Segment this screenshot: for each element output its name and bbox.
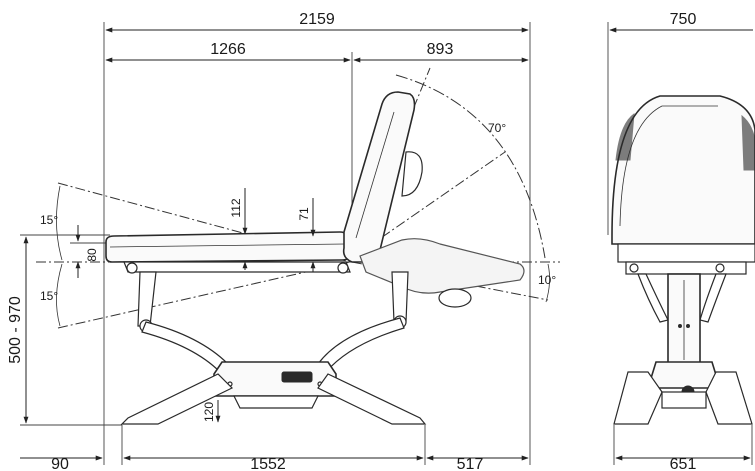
front-backrest — [611, 95, 755, 245]
base-logo — [281, 371, 313, 383]
foot-left — [120, 373, 234, 425]
tilt-down-arc — [56, 263, 63, 327]
front-view: 750 651 — [607, 11, 755, 471]
front-frame — [625, 261, 747, 275]
dim-back-length: 893 — [427, 41, 454, 58]
dim-backrest-thickness: 112 — [229, 198, 243, 217]
front-vent-left — [615, 112, 635, 161]
arm-right — [317, 317, 405, 373]
backrest-angle-arc — [395, 74, 546, 259]
front-backrest-edge — [619, 105, 718, 227]
dim-front-width: 750 — [670, 11, 697, 28]
front-bolt-a — [629, 263, 639, 273]
seat-frame — [123, 261, 351, 273]
front-column-dot-b — [686, 324, 690, 328]
dim-front-offset: 517 — [457, 456, 484, 471]
seat-cushion-seam — [109, 243, 346, 248]
dim-base-length: 1552 — [250, 456, 286, 471]
headrest-bulge — [401, 151, 423, 197]
seat-cushion — [105, 231, 351, 263]
front-column-dot-a — [678, 324, 682, 328]
legrest-pad — [438, 288, 472, 308]
arm-left — [141, 321, 229, 373]
dim-base-width: 651 — [670, 456, 697, 471]
front-seat-bar — [617, 243, 755, 263]
dim-seat-length: 1266 — [210, 41, 246, 58]
front-base-housing — [646, 361, 722, 389]
backrest-seam — [355, 111, 395, 239]
legrest-angle-arc — [545, 263, 550, 303]
side-view: 2159 1266 893 90 1552 517 500 - 970 15° … — [7, 11, 560, 471]
front-foot-left — [613, 371, 663, 425]
seat-bolt-right — [337, 262, 349, 274]
column-right — [391, 271, 409, 323]
angle-tilt-down: 15° — [40, 289, 58, 303]
dim-base-clearance: 120 — [202, 402, 216, 422]
dim-overall-length: 2159 — [299, 11, 335, 28]
dim-height-range: 500 - 970 — [7, 296, 24, 364]
dim-rear-offset: 90 — [51, 456, 69, 471]
front-base-plate — [661, 391, 707, 409]
foot-right — [317, 373, 427, 425]
front-foot-right — [705, 371, 753, 425]
backrest-angle-ray — [351, 67, 431, 259]
front-arm-left — [637, 273, 669, 323]
front-arm-right — [699, 273, 727, 323]
angle-tilt-up: 15° — [40, 213, 58, 227]
front-vent-right — [741, 114, 755, 171]
dim-seat-thickness: 71 — [297, 207, 311, 221]
front-bolt-b — [715, 263, 725, 273]
tilt-up-arc — [56, 185, 63, 261]
base-plate — [233, 395, 319, 409]
angle-backrest: 70° — [488, 121, 506, 135]
angle-legrest: 10° — [538, 273, 556, 287]
backrest-lowered — [359, 238, 525, 294]
base-housing — [213, 361, 337, 397]
column-left — [137, 271, 157, 327]
seat-bolt-left — [126, 262, 138, 274]
tilt-down-line — [57, 261, 351, 329]
dim-tilt-step: 80 — [85, 248, 99, 262]
